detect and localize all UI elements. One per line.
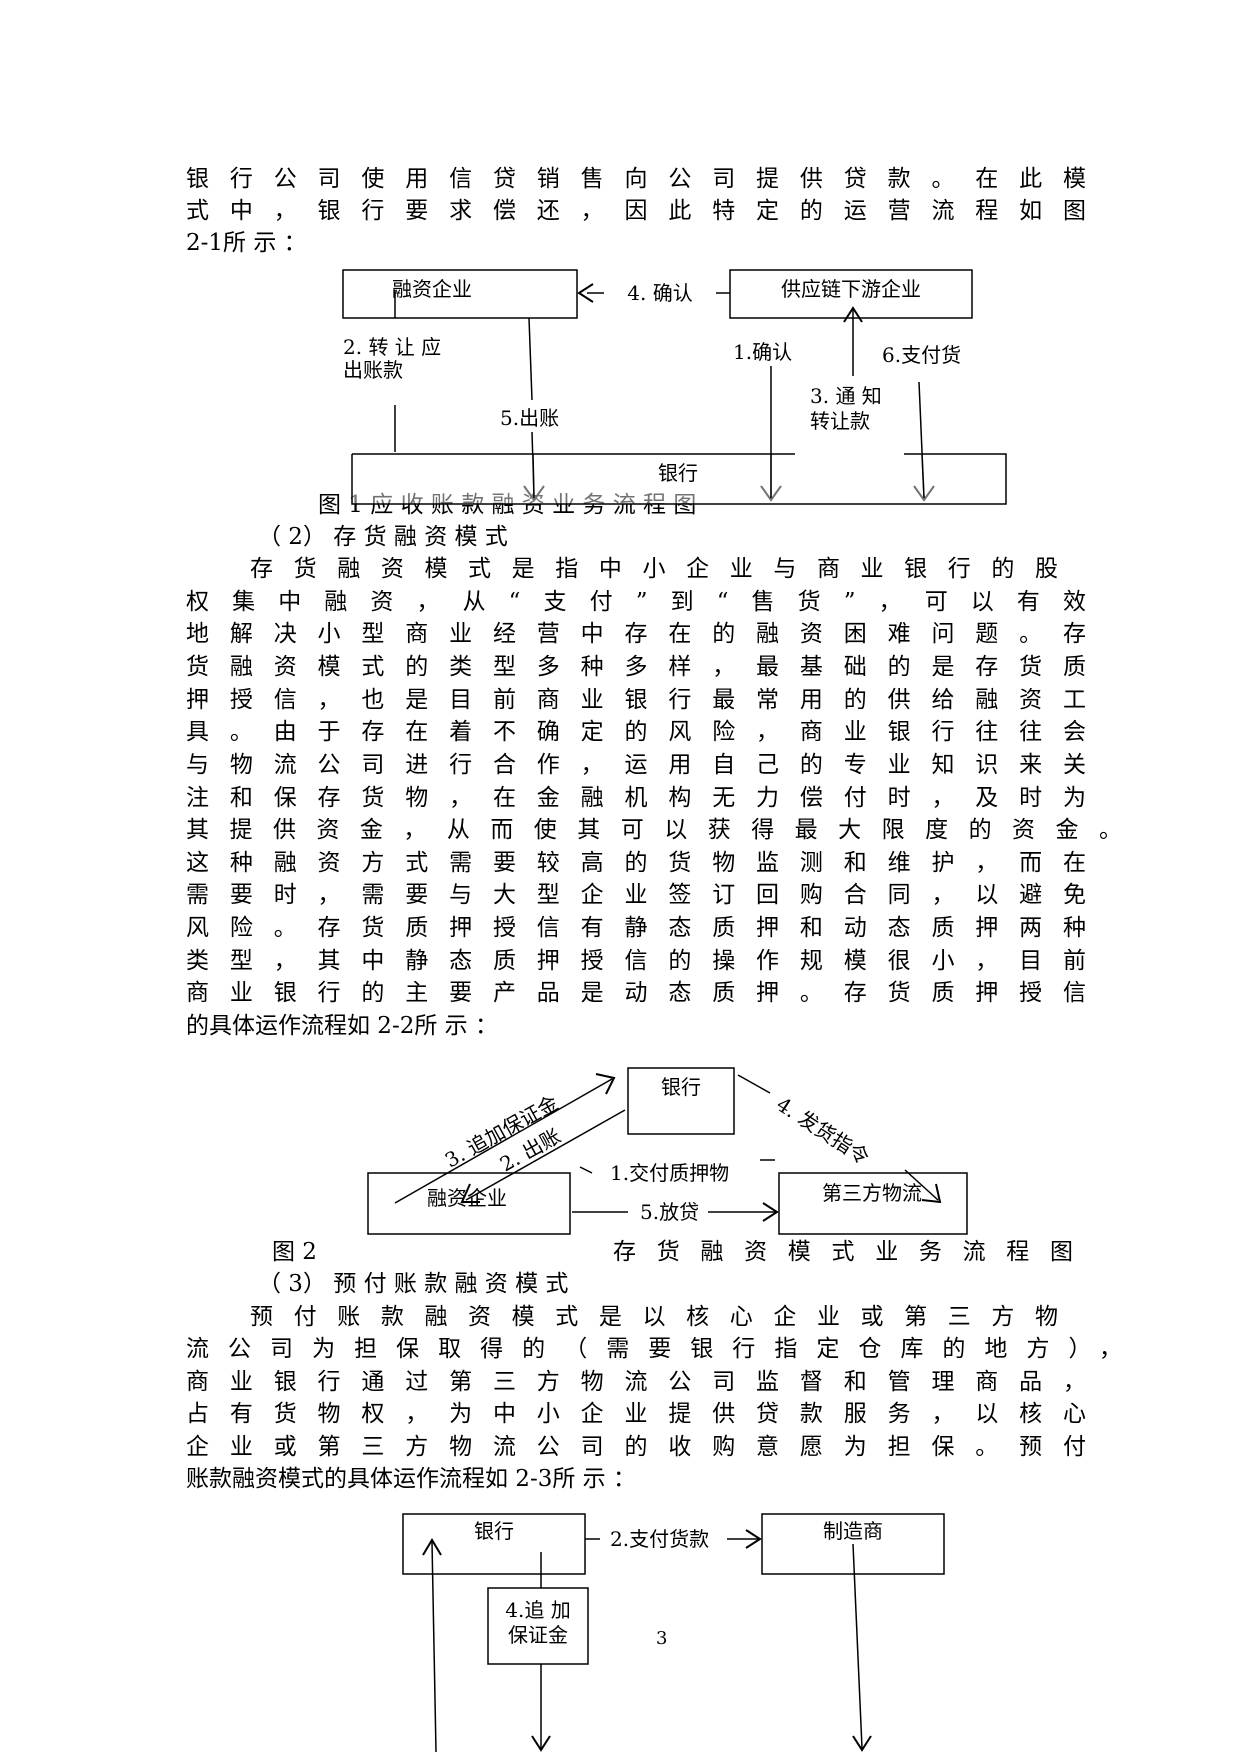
fig1-box-enterprise bbox=[342, 269, 578, 319]
fig1-label-s3b: 转让款 bbox=[810, 409, 870, 433]
fig2-line-s4b bbox=[904, 1169, 939, 1201]
heading-2: （ 2） 存 货 融 资 模 式 bbox=[258, 524, 508, 550]
para-b-line-3: 地解决小型商业经营中存在的融资困难问题。存 bbox=[186, 621, 1086, 647]
fig1-s3-label-mask bbox=[795, 380, 895, 454]
fig1-arrowhead-s6 bbox=[913, 485, 935, 502]
fig1-line-s6-overlay bbox=[921, 453, 925, 499]
para-b-line-12: 风险。存货质押授信有静态质押和动态质押两种 bbox=[186, 915, 1086, 941]
fig1-arrowhead-s5 bbox=[523, 485, 545, 502]
para-b-line-4: 货融资模式的类型多种多样，最基础的是存货质 bbox=[186, 654, 1086, 680]
fig3-label-s4b: 保证金 bbox=[508, 1623, 568, 1647]
fig3-arrowhead-s4 bbox=[531, 1735, 551, 1752]
fig1-label-enterprise: 融资企业 bbox=[392, 277, 472, 301]
fig2-label-logistics: 第三方物流 bbox=[822, 1181, 922, 1205]
para-c-line-3: 商业银行通过第三方物流公司监督和管理商品， bbox=[186, 1369, 1086, 1395]
para-b-line-7: 与物流公司进行合作，运用自己的专业知识来关 bbox=[186, 752, 1086, 778]
para-c-line-2: 流公司为担保取得的（需要银行指定仓库的地方）， bbox=[186, 1336, 1122, 1362]
fig3-label-s2: 2.支付货款 bbox=[610, 1527, 709, 1551]
fig1-line-s5-top bbox=[528, 317, 533, 401]
fig1-label-s2a: 2. 转 让 应 bbox=[343, 335, 441, 359]
fig1-label-s1: 1.确认 bbox=[733, 340, 792, 364]
para-b-line-13: 类型，其中静态质押授信的操作规模很小，目前 bbox=[186, 948, 1086, 974]
para-b-line-15: 的具体运作流程如 2-2所 示 ： bbox=[186, 1013, 498, 1039]
fig1-arrowhead-s4 bbox=[577, 283, 594, 303]
fig1-label-downstream: 供应链下游企业 bbox=[781, 277, 921, 301]
fig1-label-s2b: 出账款 bbox=[343, 358, 403, 382]
fig3-arrowhead-s2 bbox=[745, 1529, 762, 1549]
para-b-line-1: 存货融资模式是指中小企业与商业银行的股 bbox=[250, 556, 1058, 582]
fig3-arrowhead-left bbox=[422, 1538, 442, 1556]
figure-2-diagram: 银行 融资企业 第三方物流 3. 追加保证金 2. 出账 4. 发货指令 1.交… bbox=[367, 1067, 968, 1235]
para-b-line-10: 这种融资方式需要较高的货物监测和维护，而在 bbox=[186, 850, 1086, 876]
fig2-line-s2 bbox=[465, 1109, 626, 1201]
para-b-line-6: 具。由于存在着不确定的风险，商业银行往往会 bbox=[186, 719, 1086, 745]
fig1-line-s5-overlay bbox=[532, 453, 535, 499]
fig3-label-manufacturer: 制造商 bbox=[823, 1519, 883, 1543]
fig1-arrowhead-s1 bbox=[760, 485, 782, 502]
fig2-label-s1: 1.交付质押物 bbox=[610, 1161, 729, 1185]
fig1-label-s3a: 3. 通 知 bbox=[810, 384, 882, 408]
fig2-line-s1a bbox=[579, 1166, 593, 1174]
fig2-caption-right: 存 货 融 资 模 式 业 务 流 程 图 bbox=[613, 1239, 1073, 1265]
para-a-line-2: 式中，银行要求偿还，因此特定的运营流程如图 bbox=[186, 198, 1086, 224]
fig2-label-bank: 银行 bbox=[661, 1075, 701, 1099]
para-b-line-11: 需要时，需要与大型企业签订回购合同，以避免 bbox=[186, 882, 1086, 908]
fig2-label-s5: 5.放贷 bbox=[640, 1200, 699, 1224]
para-a-line-1: 银行公司使用信贷销售向公司提供贷款。在此模 bbox=[186, 166, 1086, 192]
fig1-label-s5: 5.出账 bbox=[500, 406, 559, 430]
fig2-box-logistics bbox=[778, 1172, 968, 1235]
fig3-line-left bbox=[431, 1541, 437, 1753]
fig1-label-s4: 4. 确认 bbox=[627, 281, 692, 305]
fig2-box-bank bbox=[627, 1067, 735, 1135]
fig2-arrowhead-s3 bbox=[595, 1073, 616, 1095]
fig3-box-s4 bbox=[487, 1587, 589, 1665]
fig1-label-bank: 银行 bbox=[658, 461, 698, 485]
fig1-arrowhead-s3 bbox=[843, 306, 863, 323]
para-c-line-5: 企业或第三方物流公司的收购意愿为担保。预付 bbox=[186, 1434, 1086, 1460]
fig3-label-bank: 银行 bbox=[474, 1519, 514, 1543]
fig2-arrowhead-s2 bbox=[460, 1183, 480, 1203]
heading-3: （ 3） 预 付 账 款 融 资 模 式 bbox=[258, 1271, 569, 1297]
fig2-box-enterprise bbox=[367, 1172, 571, 1235]
fig1-caption: 图 1 应 收 账 款 融 资 业 务 流 程 图 bbox=[318, 492, 696, 518]
fig1-box-bank bbox=[351, 453, 1007, 505]
page-number: 3 bbox=[656, 1628, 668, 1649]
fig3-line-right bbox=[852, 1543, 863, 1749]
fig2-line-s3 bbox=[394, 1078, 613, 1204]
para-b-line-5: 押授信，也是目前商业银行最常用的供给融资工 bbox=[186, 687, 1086, 713]
fig3-label-s4a: 4.追 加 bbox=[505, 1598, 570, 1622]
para-c-line-1: 预付账款融资模式是以核心企业或第三方物 bbox=[250, 1304, 1058, 1330]
fig2-line-s4a bbox=[737, 1074, 771, 1094]
para-b-line-14: 商业银行的主要产品是动态质押。存货质押授信 bbox=[186, 980, 1086, 1006]
para-a-line-3: 2-1所 示 ： bbox=[186, 230, 307, 256]
figure-1-diagram: 融资企业 供应链下游企业 4. 确认 2. 转 让 应 出账款 5.出账 1.确… bbox=[318, 269, 1007, 518]
fig2-arrowhead-s4 bbox=[921, 1183, 942, 1204]
para-c-line-6: 账款融资模式的具体运作流程如 2-3所 示 ： bbox=[186, 1466, 636, 1492]
para-c-line-4: 占有货物权，为中小企业提供贷款服务，以核心 bbox=[186, 1401, 1086, 1427]
fig3-arrowhead-right bbox=[852, 1735, 872, 1752]
fig2-caption-left: 图 2 bbox=[272, 1239, 317, 1265]
fig2-arrowhead-s5 bbox=[762, 1202, 779, 1222]
fig1-label-s6: 6.支付货 bbox=[882, 343, 961, 367]
para-b-line-9: 其提供资金，从而使其可以获得最大限度的资金。 bbox=[186, 817, 1122, 843]
para-b-line-2: 权集中融资，从“支付”到“售货”，可以有效 bbox=[186, 589, 1086, 615]
para-b-line-8: 注和保存货物，在金融机构无力偿付时，及时为 bbox=[186, 785, 1086, 811]
